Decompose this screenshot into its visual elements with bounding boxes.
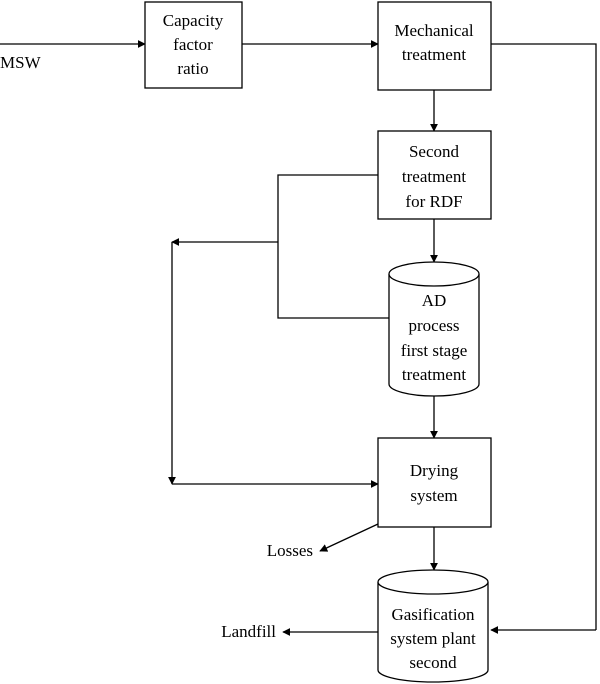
node-second-line-2: treatment <box>402 167 466 186</box>
node-ad-line-4: treatment <box>402 365 466 384</box>
node-drying-line-1: Drying <box>410 461 459 480</box>
node-second-line-3: for RDF <box>405 192 462 211</box>
node-capacity-factor-ratio: Capacity factor ratio <box>144 1 243 89</box>
node-capacity-line-3: ratio <box>177 59 208 78</box>
node-gasification-line-1: Gasification <box>391 605 475 624</box>
node-second-treatment: Second treatment for RDF <box>377 130 492 220</box>
node-capacity-line-1: Capacity <box>163 11 224 30</box>
node-second-line-1: Second <box>409 142 460 161</box>
node-ad-line-1: AD <box>422 291 447 310</box>
node-drying-line-2: system <box>410 486 457 505</box>
node-capacity-line-2: factor <box>173 35 213 54</box>
node-drying-system: Drying system <box>377 437 492 528</box>
output-label-losses: Losses <box>267 541 313 560</box>
node-mechanical-line-1: Mechanical <box>394 21 474 40</box>
node-ad-line-3: first stage <box>401 341 468 360</box>
node-gasification-plant: Gasification system plant second <box>377 569 489 683</box>
loop-line-second-ad <box>277 174 389 319</box>
node-mechanical-treatment: Mechanical treatment <box>377 1 492 91</box>
node-ad-line-2: process <box>409 316 460 335</box>
arrow-drying-to-losses <box>319 523 379 552</box>
input-label-msw: MSW <box>0 53 42 72</box>
output-label-landfill: Landfill <box>221 622 276 641</box>
node-gasification-line-2: system plant <box>390 629 476 648</box>
node-ad-process: AD process first stage treatment <box>388 261 480 397</box>
node-mechanical-line-2: treatment <box>402 45 466 64</box>
node-gasification-line-3: second <box>409 653 457 672</box>
bypass-line-mechanical-to-gasification <box>491 43 597 630</box>
